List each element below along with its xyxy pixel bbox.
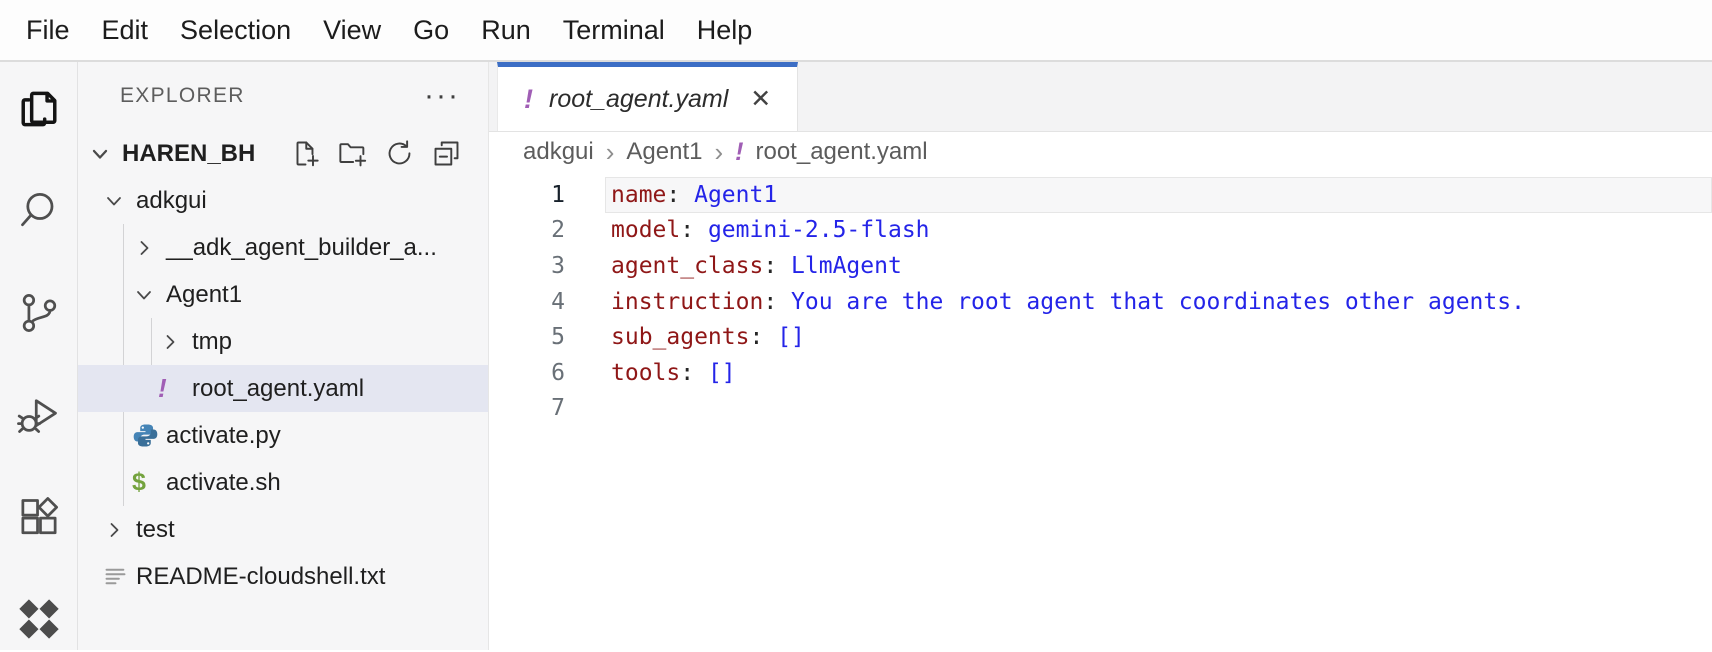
breadcrumb: adkgui › Agent1 › ! root_agent.yaml [489, 132, 1712, 172]
chevron-down-icon [88, 141, 122, 167]
tree-item-label: activate.py [166, 421, 281, 449]
code-line-7[interactable]: 7 [489, 391, 1712, 427]
breadcrumb-item-adkgui[interactable]: adkgui [523, 138, 594, 165]
tree-item-label: root_agent.yaml [192, 374, 365, 402]
code-text[interactable]: sub_agents: [] [611, 324, 805, 351]
chevron-down-icon [132, 282, 166, 308]
tree-item-label: adkgui [136, 186, 207, 214]
code-text[interactable]: tools: [] [611, 359, 736, 386]
tab-bar: ! root_agent.yaml ✕ [489, 62, 1712, 132]
breadcrumb-item-root-agent-yaml[interactable]: root_agent.yaml [755, 138, 928, 165]
warning-icon: ! [158, 373, 167, 403]
tree-item-label: tmp [192, 327, 233, 355]
collapse-all-icon[interactable] [431, 138, 462, 169]
editor-group: ! root_agent.yaml ✕ adkgui › Agent1 › ! … [489, 62, 1712, 650]
line-number[interactable]: 2 [551, 217, 565, 244]
tab-label: root_agent.yaml [549, 84, 729, 113]
chevron-right-icon [102, 517, 136, 543]
breadcrumb-separator: › [714, 136, 724, 167]
code-line-6[interactable]: 6 tools: [] [489, 355, 1712, 391]
text-file-icon [102, 562, 136, 592]
explorer-title: EXPLORER [120, 84, 245, 107]
tree-item-label: activate.sh [166, 468, 281, 496]
code-text[interactable]: agent_class: LlmAgent [611, 252, 902, 279]
code-text[interactable]: name: Agent1 [605, 177, 1712, 213]
refresh-icon[interactable] [384, 138, 415, 169]
tree-item-activate-sh[interactable]: $ activate.sh [78, 459, 488, 506]
file-tree: HAREN_BH [78, 130, 488, 650]
explorer-overflow-icon[interactable]: ··· [424, 79, 460, 112]
line-number[interactable]: 6 [551, 359, 565, 386]
extensions-icon[interactable] [16, 494, 62, 540]
line-number[interactable]: 1 [551, 181, 565, 208]
code-line-3[interactable]: 3 agent_class: LlmAgent [489, 248, 1712, 284]
new-file-icon[interactable] [290, 138, 321, 169]
workspace-label: HAREN_BH [122, 139, 256, 167]
menu-view[interactable]: View [323, 14, 382, 45]
code-text[interactable]: model: gemini-2.5-flash [611, 217, 930, 244]
tree-item-label: test [136, 515, 175, 543]
menu-file[interactable]: File [26, 14, 70, 45]
warning-icon: ! [524, 83, 533, 114]
tree-item-activate-py[interactable]: activate.py [78, 412, 488, 459]
python-icon [132, 421, 166, 451]
explorer-icon[interactable] [16, 86, 62, 132]
breadcrumb-item-agent1[interactable]: Agent1 [626, 138, 703, 165]
tab-root-agent-yaml[interactable]: ! root_agent.yaml ✕ [497, 62, 799, 131]
search-icon[interactable] [16, 188, 62, 234]
tree-item-agent1[interactable]: Agent1 [78, 271, 488, 318]
code-line-2[interactable]: 2 model: gemini-2.5-flash [489, 213, 1712, 249]
tree-item-readme-cloudshell[interactable]: README-cloudshell.txt [78, 553, 488, 600]
explorer-actions [290, 138, 488, 169]
tree-item-label: __adk_agent_builder_a... [166, 233, 437, 261]
close-icon[interactable]: ✕ [750, 85, 772, 113]
menu-help[interactable]: Help [696, 14, 753, 45]
code-line-5[interactable]: 5 sub_agents: [] [489, 319, 1712, 355]
activity-bar [0, 62, 78, 650]
tree-item-tmp[interactable]: tmp [78, 318, 488, 365]
menu-terminal[interactable]: Terminal [562, 14, 665, 45]
menu-go[interactable]: Go [413, 14, 450, 45]
code-line-1[interactable]: 1 name: Agent1 [489, 177, 1712, 213]
line-number[interactable]: 4 [551, 288, 565, 315]
code-text[interactable]: instruction: You are the root agent that… [611, 288, 1525, 315]
tree-item-adk-agent-builder[interactable]: __adk_agent_builder_a... [78, 224, 488, 271]
tree-item-label: Agent1 [166, 280, 243, 308]
chevron-right-icon [132, 235, 166, 261]
run-and-debug-icon[interactable] [16, 392, 62, 438]
tree-item-adkgui[interactable]: adkgui [78, 177, 488, 224]
cloud-code-icon[interactable] [16, 596, 62, 642]
explorer-sidebar: EXPLORER ··· HAREN_BH [78, 62, 489, 650]
menu-bar: File Edit Selection View Go Run Terminal… [0, 0, 1712, 62]
tree-item-root-agent-yaml[interactable]: ! root_agent.yaml [78, 365, 488, 412]
line-number[interactable]: 7 [551, 395, 565, 422]
shell-script-icon: $ [132, 468, 146, 496]
tree-item-workspace-root[interactable]: HAREN_BH [78, 130, 488, 177]
chevron-down-icon [102, 188, 136, 214]
menu-selection[interactable]: Selection [180, 14, 292, 45]
source-control-icon[interactable] [16, 290, 62, 336]
menu-edit[interactable]: Edit [101, 14, 149, 45]
line-number[interactable]: 5 [551, 324, 565, 351]
menu-run[interactable]: Run [481, 14, 531, 45]
code-line-4[interactable]: 4 instruction: You are the root agent th… [489, 284, 1712, 320]
code-editor[interactable]: 1 name: Agent1 2 model: gemini-2.5-flash… [489, 172, 1712, 650]
tree-item-test[interactable]: test [78, 506, 488, 553]
line-number[interactable]: 3 [551, 252, 565, 279]
breadcrumb-separator: › [605, 136, 615, 167]
chevron-right-icon [158, 329, 192, 355]
tree-item-label: README-cloudshell.txt [136, 562, 386, 590]
warning-icon: ! [735, 137, 744, 166]
new-folder-icon[interactable] [337, 138, 368, 169]
explorer-header: EXPLORER ··· [78, 62, 488, 130]
